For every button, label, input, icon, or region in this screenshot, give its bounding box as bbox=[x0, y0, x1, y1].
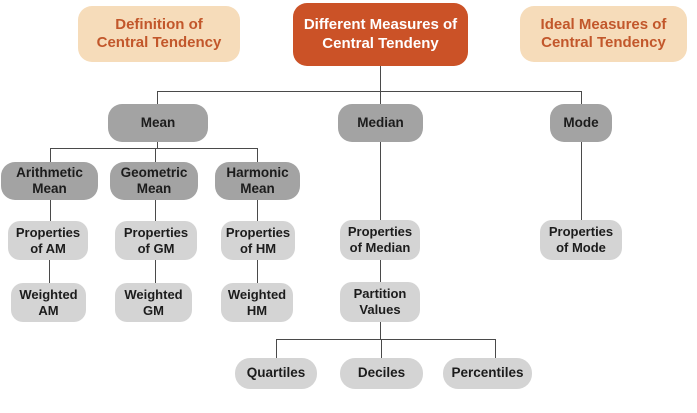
node-percentiles: Percentiles bbox=[443, 358, 532, 389]
connector-line bbox=[276, 339, 496, 340]
connector-line bbox=[157, 91, 158, 104]
node-deciles: Deciles bbox=[340, 358, 423, 389]
node-weighted-am: Weighted AM bbox=[11, 283, 86, 322]
connector-line bbox=[380, 322, 381, 339]
node-properties-of-hm: Properties of HM bbox=[221, 221, 295, 260]
node-median: Median bbox=[338, 104, 423, 142]
connector-line bbox=[380, 260, 381, 282]
connector-line bbox=[50, 148, 258, 149]
node-properties-of-mode: Properties of Mode bbox=[540, 220, 622, 260]
connector-line bbox=[50, 200, 51, 221]
connector-line bbox=[380, 91, 381, 104]
connector-line bbox=[49, 260, 50, 283]
connector-line bbox=[380, 142, 381, 220]
connector-line bbox=[157, 142, 158, 148]
node-properties-of-median: Properties of Median bbox=[340, 220, 420, 260]
node-properties-of-am: Properties of AM bbox=[8, 221, 88, 260]
connector-line bbox=[581, 91, 582, 104]
node-definition-of-central-tendency: Definition of Central Tendency bbox=[78, 6, 240, 62]
node-mode: Mode bbox=[550, 104, 612, 142]
node-mean: Mean bbox=[108, 104, 208, 142]
node-geometric-mean: Geometric Mean bbox=[110, 162, 198, 200]
connector-line bbox=[257, 200, 258, 221]
node-properties-of-gm: Properties of GM bbox=[115, 221, 197, 260]
connector-line bbox=[381, 339, 382, 358]
connector-line bbox=[155, 148, 156, 162]
connector-line bbox=[581, 142, 582, 220]
connector-line bbox=[495, 339, 496, 358]
connector-line bbox=[257, 260, 258, 283]
node-harmonic-mean: Harmonic Mean bbox=[215, 162, 300, 200]
node-weighted-hm: Weighted HM bbox=[221, 283, 293, 322]
node-arithmetic-mean: Arithmetic Mean bbox=[1, 162, 98, 200]
connector-line bbox=[155, 260, 156, 283]
node-ideal-measures-of-central-tendency: Ideal Measures of Central Tendency bbox=[520, 6, 687, 62]
connector-line bbox=[50, 148, 51, 162]
connector-line bbox=[380, 66, 381, 91]
node-quartiles: Quartiles bbox=[235, 358, 317, 389]
connector-line bbox=[157, 91, 581, 92]
connector-line bbox=[257, 148, 258, 162]
connector-line bbox=[155, 200, 156, 221]
node-partition-values: Partition Values bbox=[340, 282, 420, 322]
node-weighted-gm: Weighted GM bbox=[115, 283, 192, 322]
connector-line bbox=[276, 339, 277, 358]
node-different-measures-of-central-tendency: Different Measures of Central Tendeny bbox=[293, 3, 468, 66]
